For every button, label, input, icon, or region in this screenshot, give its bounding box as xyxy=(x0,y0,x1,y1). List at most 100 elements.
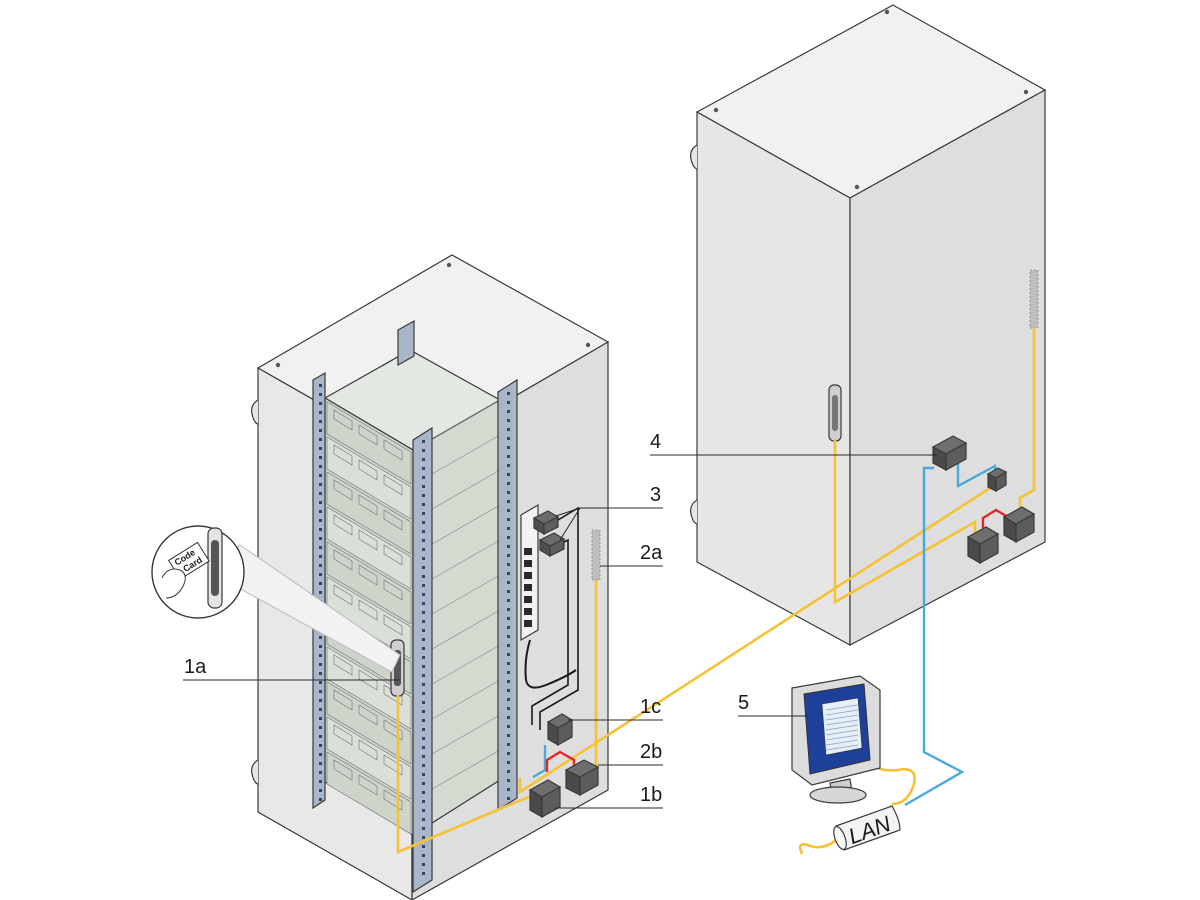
rail-hole xyxy=(507,734,510,737)
rail-hole xyxy=(422,593,425,596)
rail-hole xyxy=(422,620,425,623)
callout-1b: 1b xyxy=(640,784,662,806)
monitor-base xyxy=(809,786,867,804)
yellow-cable-handle-to-1b xyxy=(396,695,546,854)
screw xyxy=(446,262,452,268)
device-2b xyxy=(564,759,600,797)
rail-hole xyxy=(319,447,322,450)
rail-hole xyxy=(422,647,425,650)
yellow-cable-monitor-power xyxy=(867,761,916,806)
server-bay xyxy=(358,494,378,516)
rail-hole xyxy=(319,753,322,756)
rail-hole xyxy=(422,818,425,821)
rail-hole xyxy=(507,482,510,485)
rail-hole xyxy=(422,611,425,614)
callout-1c: 1c xyxy=(640,696,661,718)
pdu-sockets xyxy=(524,548,532,627)
rail-hole xyxy=(422,584,425,587)
rail-hole xyxy=(507,536,510,539)
rail-hole xyxy=(422,575,425,578)
server-bay xyxy=(383,789,403,811)
rail-hole xyxy=(507,752,510,755)
rail-hole xyxy=(319,510,322,513)
yellow-cable-right-sensor xyxy=(1018,328,1036,510)
rail-hole xyxy=(422,827,425,830)
rail-hole xyxy=(319,393,322,396)
left-cabinet xyxy=(251,254,610,900)
monitor-text-line xyxy=(825,739,859,746)
server-bay xyxy=(383,754,403,776)
rail-hole xyxy=(507,680,510,683)
rail-holes xyxy=(319,384,510,875)
rail-hole xyxy=(319,456,322,459)
rail-hole xyxy=(507,419,510,422)
server-bay xyxy=(333,479,353,501)
rail-hole xyxy=(507,761,510,764)
screw xyxy=(1023,89,1029,95)
server-bay xyxy=(383,439,403,461)
server-bay xyxy=(358,774,378,796)
rail-hole xyxy=(319,384,322,387)
rail-hole xyxy=(422,476,425,479)
rail-hole xyxy=(319,438,322,441)
devices xyxy=(528,435,1036,819)
pdu-socket xyxy=(524,608,532,615)
rail-hole xyxy=(422,521,425,524)
monitor-text-line xyxy=(825,729,859,736)
magnified-handle-grip xyxy=(211,540,219,596)
server-bay xyxy=(358,459,378,481)
rail-hole xyxy=(507,626,510,629)
right-sensor-strip xyxy=(1029,269,1039,329)
server-bay xyxy=(383,719,403,741)
rail-hole xyxy=(319,582,322,585)
right-cabinet-side-panel xyxy=(849,88,1046,646)
rail-hole xyxy=(422,872,425,875)
pdu-data-cable xyxy=(539,506,579,730)
rail-hole xyxy=(422,467,425,470)
rail-hole xyxy=(422,503,425,506)
rail-hole xyxy=(507,797,510,800)
rail-hole xyxy=(319,726,322,729)
rail-hole xyxy=(507,653,510,656)
cables xyxy=(396,328,1036,855)
rail-hole xyxy=(507,725,510,728)
device-1b xyxy=(528,779,562,819)
right-hinge-bottom xyxy=(690,499,698,525)
rail-hole xyxy=(422,665,425,668)
blue-cable-1c xyxy=(532,745,547,779)
rail-hole xyxy=(319,546,322,549)
rail-hole xyxy=(422,791,425,794)
rail-hole xyxy=(507,662,510,665)
rail-hole xyxy=(319,789,322,792)
rail-hole xyxy=(319,654,322,657)
server-bay xyxy=(383,544,403,566)
rail-hole xyxy=(507,608,510,611)
rail-hole xyxy=(507,689,510,692)
leader-lines xyxy=(183,454,937,809)
server-bay xyxy=(358,529,378,551)
rail-hole xyxy=(507,644,510,647)
server-bay xyxy=(383,579,403,601)
device-right-2b xyxy=(1002,506,1036,544)
rail-hole xyxy=(422,674,425,677)
rail-hole xyxy=(319,528,322,531)
callout-1a: 1a xyxy=(184,656,207,678)
rail-hole xyxy=(507,518,510,521)
rail-hole xyxy=(422,836,425,839)
server-unit xyxy=(326,541,412,625)
rail-hole xyxy=(422,746,425,749)
rail-hole xyxy=(507,410,510,413)
rail-hole xyxy=(507,617,510,620)
rail-hole xyxy=(422,719,425,722)
rail-hole xyxy=(319,465,322,468)
pdu-socket xyxy=(524,584,532,591)
rail-hole xyxy=(507,572,510,575)
blue-cable-network xyxy=(904,466,965,807)
rail-hole xyxy=(422,773,425,776)
server-unit xyxy=(326,681,412,765)
screw xyxy=(713,107,719,113)
yellow-cable-right-handle xyxy=(833,440,977,605)
rail-hole xyxy=(507,446,510,449)
pdu-socket xyxy=(524,548,532,555)
pdu-module-side xyxy=(543,516,559,535)
